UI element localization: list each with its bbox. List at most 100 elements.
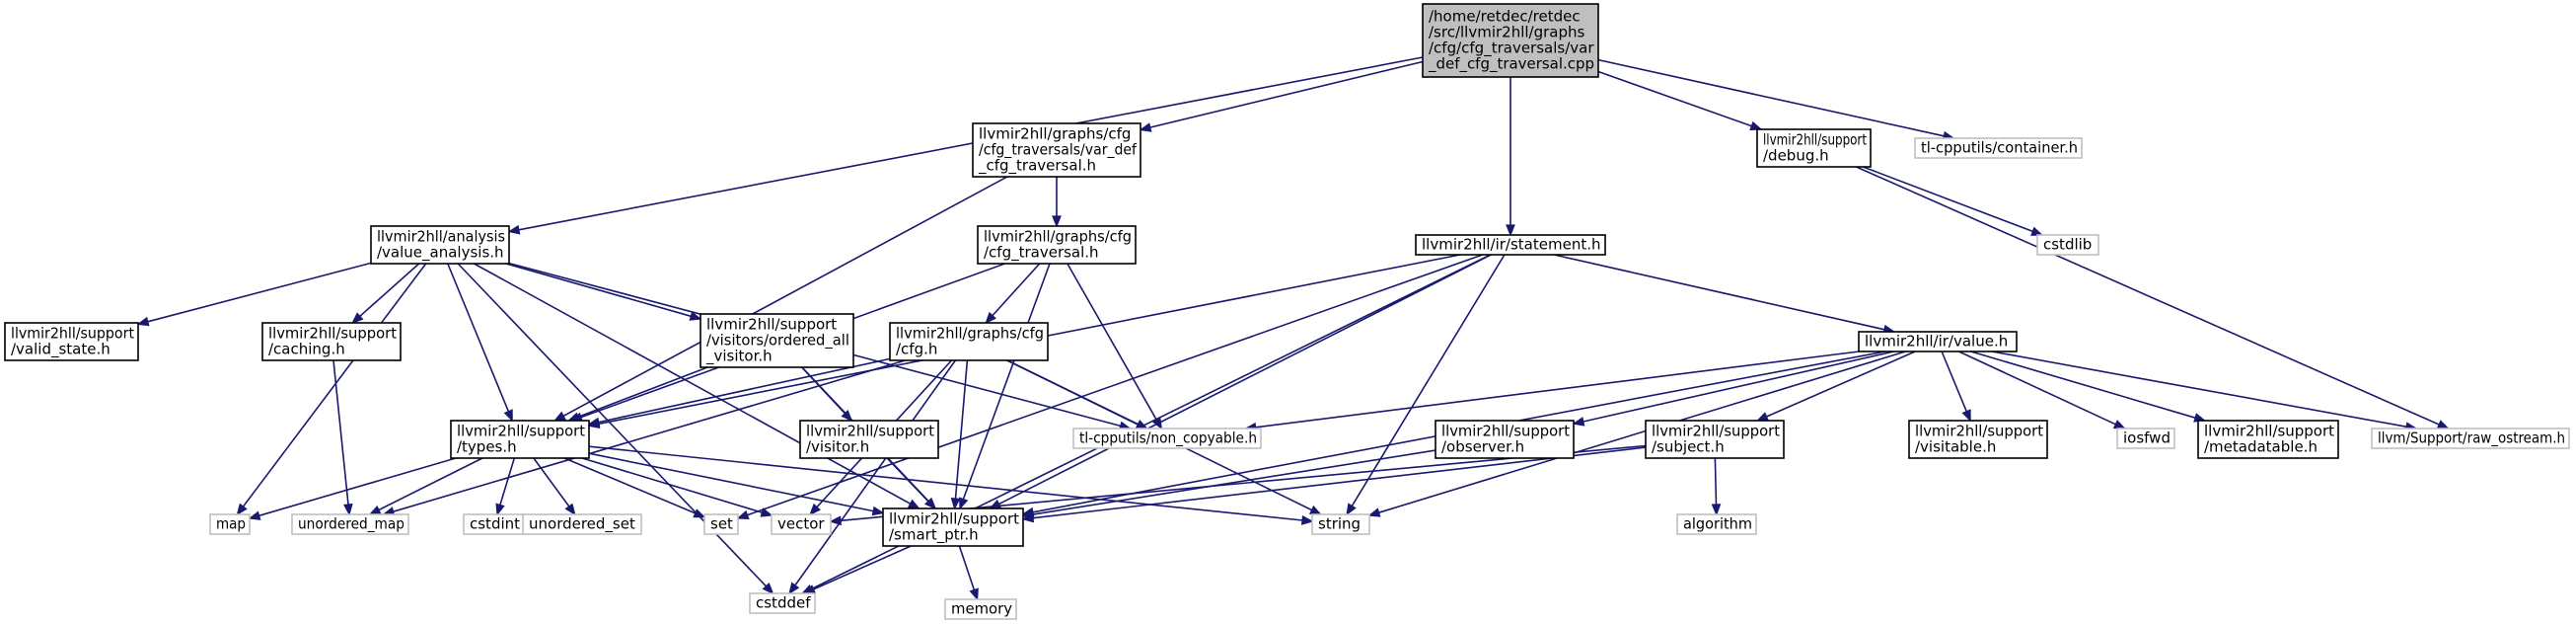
edge-types_h-to-map [248, 457, 457, 520]
arrowhead-icon [587, 417, 601, 428]
edge-line [962, 263, 1051, 500]
arrowhead-icon [507, 224, 521, 235]
arrowhead-icon [969, 587, 979, 601]
node-visitor-h[interactable]: llvmir2hll/support/visitor.h [799, 420, 939, 459]
node-memory: memory [944, 598, 1017, 620]
arrowhead-icon [1961, 409, 1971, 423]
node-box [703, 513, 739, 535]
node-raw-ostream-h: llvm/Support/raw_ostream.h [2371, 428, 2570, 449]
edge-cfg_h-to-cstddef [788, 359, 957, 595]
edge-line [581, 457, 763, 513]
edge-line [1958, 351, 2116, 426]
arrowhead-icon [2112, 420, 2126, 429]
arrowhead-icon [924, 497, 937, 510]
edge-line [1714, 457, 1718, 506]
edge-value_analysis_h-to-types_h [447, 263, 513, 423]
edge-line [1856, 166, 2440, 426]
edge-line [1032, 449, 1436, 515]
arrowhead-icon [693, 508, 706, 518]
node-smart-ptr-h[interactable]: llvmir2hll/support/smart_ptr.h [882, 507, 1024, 547]
edge-value_analysis_h-to-caching_h [351, 263, 420, 325]
arrowhead-icon [136, 316, 150, 327]
arrowhead-icon [1139, 122, 1152, 132]
arrowhead-icon [1755, 412, 1770, 422]
node-debug-h[interactable]: llvmir2hll/support/debug.h [1756, 128, 1872, 168]
node-label-line: /visitors/ordered_all [706, 332, 849, 351]
node-caching-h[interactable]: llvmir2hll/support/caching.h [261, 322, 402, 361]
node-label-line: tl-cpputils/container.h [1921, 139, 2078, 157]
node-cfg-h[interactable]: llvmir2hll/graphs/cfg/cfg.h [889, 322, 1049, 361]
node-non-copyable-h: tl-cpputils/non_copyable.h [1072, 428, 1262, 449]
edge-types_h-to-cstdint [495, 457, 516, 516]
arrowhead-icon [552, 411, 566, 422]
node-cfg-traversal-h[interactable]: llvmir2hll/graphs/cfg/cfg_traversal.h [977, 225, 1137, 265]
node-box [1676, 513, 1757, 535]
node-box [370, 225, 510, 265]
node-box [882, 507, 1024, 547]
node-box [1072, 428, 1262, 449]
node-value-analysis-h[interactable]: llvmir2hll/analysis/value_analysis.h [370, 225, 510, 265]
node-metadatable-h[interactable]: llvmir2hll/support/metadatable.h [2197, 420, 2339, 459]
edge-line [1941, 351, 1968, 413]
edge-caching_h-to-unordered_map [332, 359, 353, 516]
edge-cfg_traversal_h-to-cfg_h [985, 263, 1041, 325]
node-box [1645, 420, 1785, 459]
arrowhead-icon [736, 509, 750, 520]
node-value-h[interactable]: llvmir2hll/ir/value.h [1858, 331, 2018, 352]
arrowhead-icon [351, 312, 364, 325]
node-observer-h[interactable]: llvmir2hll/support/observer.h [1435, 420, 1575, 459]
arrowhead-icon [1052, 215, 1062, 228]
arrowhead-icon [1711, 504, 1722, 516]
edge-value_h-to-raw_ostream_h [1991, 351, 2418, 431]
node-ordered-all-visitor-h[interactable]: llvmir2hll/support/visitors/ordered_all_… [699, 313, 854, 368]
node-box [699, 313, 854, 368]
arrowhead-icon [788, 582, 800, 595]
edge-line [1582, 351, 1894, 423]
arrowhead-icon [503, 409, 513, 423]
arrowhead-icon [1346, 503, 1357, 516]
node-label-line: /home/retdec/retdec [1429, 8, 1581, 26]
node-label-line: /valid_state.h [11, 341, 110, 359]
edge-value_h-to-visitable_h [1941, 351, 1971, 423]
node-box [450, 420, 590, 459]
edge-line [1597, 58, 1945, 137]
edge-main-to-container_h [1597, 58, 1955, 141]
node-label-line: /value_analysis.h [377, 244, 504, 263]
node-cstdlib: cstdlib [2036, 234, 2099, 256]
node-container-h: tl-cpputils/container.h [1914, 137, 2083, 159]
node-statement-h[interactable]: llvmir2hll/ir/statement.h [1415, 234, 1606, 256]
edge-smart_ptr_h-to-memory [958, 545, 979, 601]
node-types-h[interactable]: llvmir2hll/support/types.h [450, 420, 590, 459]
edge-statement_h-to-value_h [1554, 254, 1896, 335]
node-label-line: llvmir2hll/support [706, 316, 837, 334]
edge-line [992, 263, 1041, 317]
node-label-line: llvmir2hll/ir/value.h [1865, 333, 2008, 351]
node-label-line: /visitable.h [1915, 438, 1996, 456]
edge-line [1032, 446, 1647, 519]
node-valid-state-h[interactable]: llvmir2hll/support/valid_state.h [4, 322, 139, 361]
edge-value_h-to-subject_h [1755, 351, 1916, 422]
arrowhead-icon [1749, 120, 1763, 131]
node-visitable-h[interactable]: llvmir2hll/support/visitable.h [1908, 420, 2048, 459]
node-map: map [209, 513, 251, 535]
node-var-def-h[interactable]: llvmir2hll/graphs/cfg/cfg_traversals/var… [972, 122, 1141, 178]
node-box [1914, 137, 2083, 159]
node-label-line: unordered_set [529, 515, 635, 534]
arrowhead-icon [2030, 226, 2044, 236]
node-subject-h[interactable]: llvmir2hll/support/subject.h [1645, 420, 1785, 459]
arrowhead-icon [343, 503, 353, 516]
edge-line [588, 452, 874, 512]
node-box [2197, 420, 2339, 459]
edge-cfg_h-to-smart_ptr_h [950, 359, 969, 510]
node-label-line: llvmir2hll/graphs/cfg [984, 228, 1132, 246]
node-box [1858, 331, 2018, 352]
node-label-line: llvmir2hll/support [457, 423, 585, 440]
edge-line [1597, 70, 1752, 127]
node-cstdint: cstdint [463, 513, 526, 535]
node-box [261, 322, 402, 361]
edge-line [1863, 166, 2033, 233]
edge-types_h-to-unordered_set [533, 457, 576, 516]
nodes-layer: /home/retdec/retdec/src/llvmir2hll/graph… [4, 3, 2570, 620]
edge-value_analysis_h-to-valid_state_h [136, 262, 372, 327]
